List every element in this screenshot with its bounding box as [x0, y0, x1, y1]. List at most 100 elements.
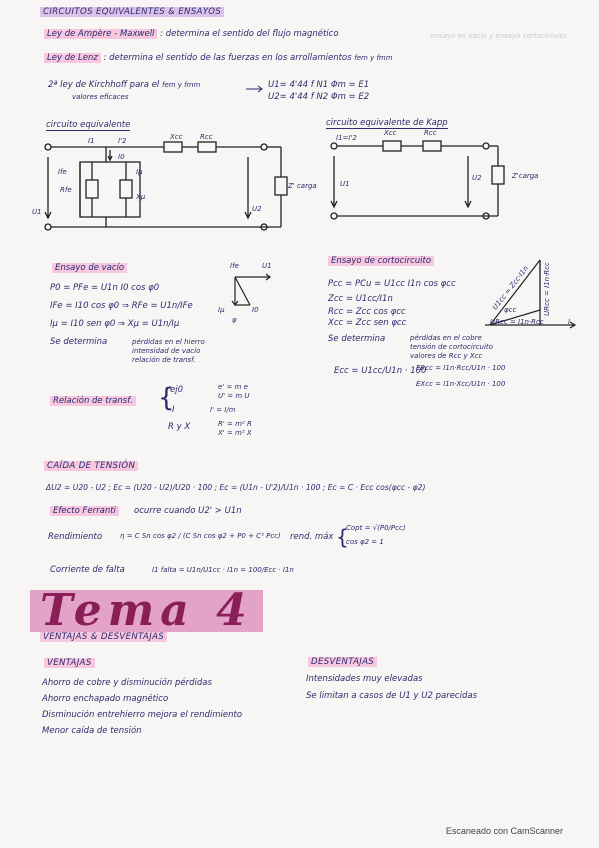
label-I0: I0 [118, 153, 125, 161]
kapp-title: circuito equivalente de Kapp [326, 118, 448, 129]
label-I2p: I'2 [118, 137, 127, 145]
vacio-item-2: intensidad de vacío [132, 347, 201, 355]
kirchhoff-eq2: U2= 4'44 f N2 Φm = E2 [268, 92, 370, 102]
relacion-eq-3b: X' = m² X [218, 429, 252, 437]
phasor-Imu: Iμ [218, 306, 225, 314]
equivalent-circuit-diagram [44, 141, 288, 231]
faint-text: ensayo en vacío y ensayo cortocircuito [430, 32, 567, 40]
ampere-text: : determina el sentido del flujo magnéti… [160, 29, 339, 39]
ventajas-title: VENTAJAS [44, 658, 95, 668]
cc-determina: Se determina [328, 334, 386, 344]
page-title: CIRCUITOS EQUIVALENTES & ENSAYOS [40, 7, 225, 17]
ventajas-desventajas-title: VENTAJAS & DESVENTAJAS [40, 632, 168, 642]
phasor-phi: φ [232, 316, 237, 324]
tema-heading: Tema 4 [30, 589, 263, 633]
label-Imu: Iμ [136, 168, 143, 176]
cc-line-4: Xcc = Zcc sen φcc [328, 318, 407, 328]
cc-eXcc: EXcc = I1n·Xcc/U1n · 100 [416, 380, 506, 388]
falta-eq: I1 falta = U1n/U1cc · I1n = 100/Ecc · I1… [152, 566, 294, 574]
phasor-U1: U1 [262, 262, 272, 270]
relacion-eq-2a: I' = I/m [210, 406, 236, 414]
cc-item-2: tensión de cortocircuito [410, 343, 493, 351]
rendimiento-label: Rendimiento [48, 532, 103, 542]
vacio-determina: Se determina [50, 337, 108, 347]
lenz-label: Ley de Lenz [44, 53, 101, 63]
ferranti-text: ocurre cuando U2' > U1n [134, 506, 242, 516]
label-I1: I1 [88, 137, 95, 145]
label-Ife: Ife [58, 168, 67, 176]
triangle-side: URcc = I1n·Rcc [542, 262, 551, 316]
rend-max-brace: { [336, 525, 349, 549]
ventaja-item-2: Ahorro enchapado magnético [42, 694, 169, 704]
ampere-label: Ley de Ampère - Maxwell [44, 29, 158, 39]
vacio-item-3: relación de transf. [132, 356, 196, 364]
rend-max-1: Copt = √(P0/Pcc) [346, 524, 406, 532]
cc-ecc: Ecc = U1cc/U1n · 100 [334, 366, 427, 376]
equiv-circuit-title: circuito equivalente [46, 120, 131, 131]
cc-triangle-diagram [485, 259, 577, 329]
ventaja-item-3: Disminución entrehierro mejora el rendim… [42, 710, 243, 720]
label-Xcc: Xcc [170, 133, 183, 141]
caida-title: CAÍDA DE TENSIÓN [44, 461, 139, 471]
caida-equation: ΔU2 = U20 - U2 ; Ec = (U20 - U2)/U20 · 1… [46, 483, 426, 492]
ventaja-item-1: Ahorro de cobre y disminución pérdidas [42, 678, 212, 688]
ferranti-title: Efecto Ferranti [50, 506, 119, 516]
relacion-label-1: ej0 [170, 385, 183, 395]
vacio-phasor-diagram [231, 273, 271, 306]
triangle-base: URcc = I1n·Rcc [490, 318, 544, 326]
kirchhoff-eq1: U1= 4'44 f N1 Φm = E1 [268, 80, 370, 90]
scanner-watermark: Escaneado con CamScanner [445, 826, 563, 836]
desventaja-item-2: Se limitan a casos de U1 y U2 parecidas [306, 691, 477, 701]
label-kapp-Z: Z'carga [512, 172, 539, 180]
kapp-circuit-diagram [330, 140, 505, 220]
kirchhoff-sub: valores eficaces [72, 93, 129, 101]
cc-eRcc: ERcc = I1n·Rcc/U1n · 100 [416, 364, 506, 372]
desventaja-item-1: Intensidades muy elevadas [306, 674, 423, 684]
vacio-line-1: P0 = PFe = U1n I0 cos φ0 [50, 283, 160, 293]
relacion-eq-3a: R' = m² R [218, 420, 252, 428]
label-Zcarga: Z' carga [288, 182, 317, 190]
label-kapp-U1: U1 [340, 180, 350, 188]
cc-title: Ensayo de cortocircuito [328, 256, 435, 266]
arrow-icon [246, 85, 263, 93]
triangle-I: I [568, 318, 571, 326]
label-Rcc: Rcc [200, 133, 213, 141]
desventajas-title: DESVENTAJAS [308, 657, 378, 667]
label-Rfe: Rfe [60, 186, 72, 194]
lenz-sub: fem y fmm [354, 54, 393, 62]
phasor-I0: I0 [252, 306, 259, 314]
rend-max-label: rend. máx [290, 532, 334, 542]
cc-line-2: Zcc = U1cc/I1n [328, 294, 393, 304]
cc-line-1: Pcc = PCu = U1cc I1n cos φcc [328, 279, 456, 289]
intro-line-2: Ley de Lenz : determina el sentido de la… [44, 53, 393, 63]
vacio-title: Ensayo de vacío [52, 263, 128, 273]
vacio-line-3: Iμ = I10 sen φ0 ⇒ Xμ = U1n/Iμ [50, 319, 180, 329]
relacion-label-3: R y X [168, 422, 191, 432]
rendimiento-eq: η = C Sn cos φ2 / (C Sn cos φ2 + P0 + C²… [120, 532, 281, 540]
label-kapp-Rcc: Rcc [424, 129, 437, 137]
relacion-label-2: I [172, 405, 175, 415]
kirchhoff-label: 2ª ley de Kirchhoff para el fem y fmm [48, 80, 201, 90]
relacion-eq-1a: e' = m e [218, 383, 248, 391]
cc-line-3: Rcc = Zcc cos φcc [328, 307, 406, 317]
ventaja-item-4: Menor caída de tensión [42, 726, 142, 736]
phasor-Ife: Ife [230, 262, 239, 270]
falta-label: Corriente de falta [50, 565, 125, 575]
cc-item-1: pérdidas en el cobre [410, 334, 482, 342]
triangle-angle: φcc [504, 306, 517, 314]
rend-max-2: cos φ2 = 1 [346, 538, 384, 546]
cc-item-3: valores de Rcc y Xcc [410, 352, 483, 360]
intro-line-1: Ley de Ampère - Maxwell : determina el s… [44, 29, 339, 39]
label-kapp-I: I1=I'2 [336, 134, 357, 142]
lenz-text: : determina el sentido de las fuerzas en… [103, 53, 352, 63]
relacion-eq-1b: U' = m U [218, 392, 250, 400]
vacio-item-1: pérdidas en el hierro [132, 338, 205, 346]
relacion-title: Relación de transf. [50, 396, 136, 406]
relacion-brace: { [158, 383, 175, 413]
label-U2: U2 [252, 205, 262, 213]
vacio-line-2: IFe = I10 cos φ0 ⇒ RFe = U1n/IFe [50, 301, 193, 311]
label-U1: U1 [32, 208, 42, 216]
label-Xmu: Xμ [136, 193, 146, 201]
label-kapp-Xcc: Xcc [384, 129, 397, 137]
